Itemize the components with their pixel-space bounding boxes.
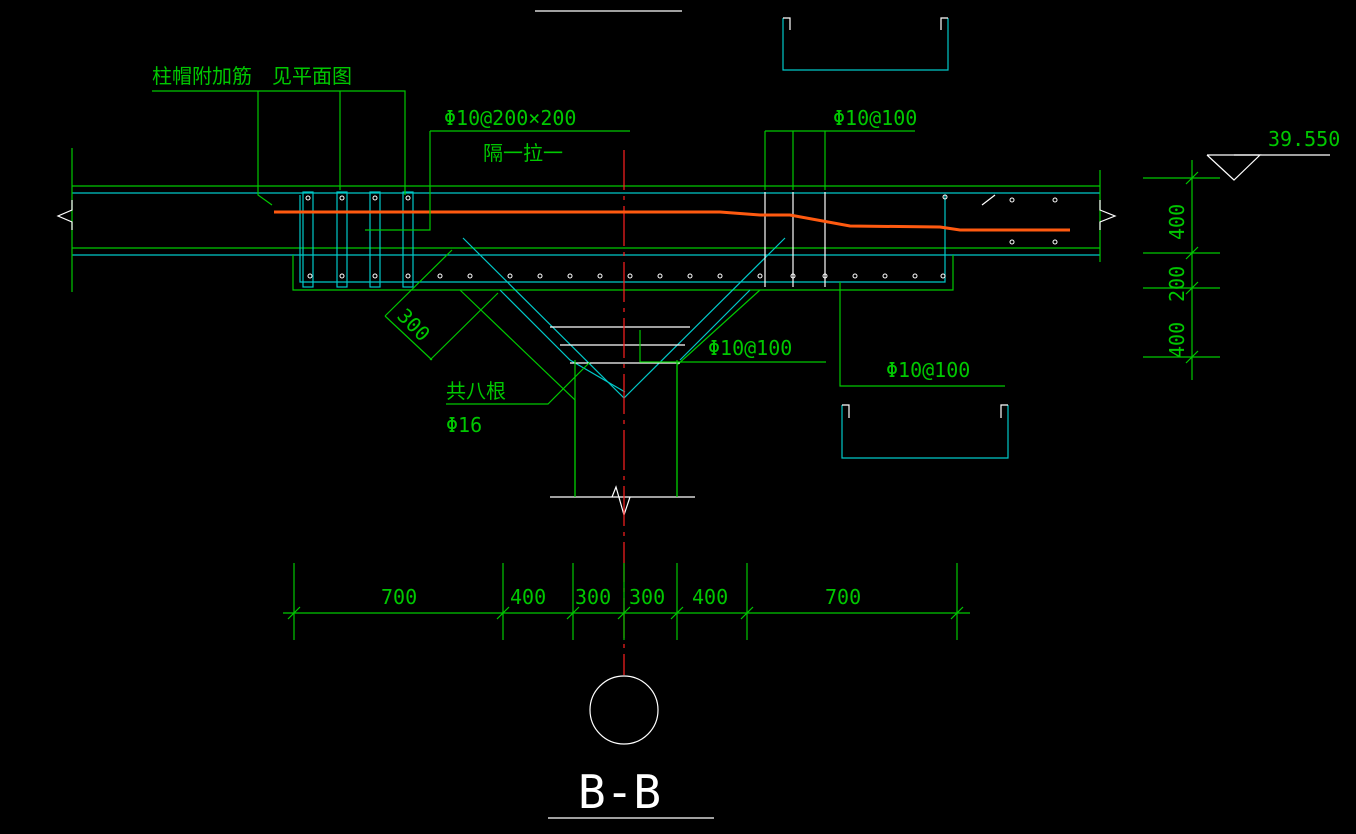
- section-title: B-B: [578, 765, 661, 819]
- stirrup-detail-top: [782, 17, 949, 71]
- stirrups-right: [764, 192, 996, 287]
- label-tie-note: 隔一拉一: [483, 141, 563, 165]
- vdim-1: 400: [1165, 204, 1189, 240]
- hdim-1: 700: [381, 585, 417, 609]
- label-bar-count: 共八根: [446, 379, 506, 403]
- label-see-plan: 见平面图: [272, 64, 352, 88]
- stirrup-detail-bottom: [841, 404, 1009, 459]
- hdim-6: 700: [825, 585, 861, 609]
- hdim-4: 300: [629, 585, 665, 609]
- hdim-3: 300: [575, 585, 611, 609]
- vertical-dimension-chain: [1143, 160, 1220, 380]
- label-column-cap-bars: 柱帽附加筋: [152, 64, 252, 88]
- slab-outline: [56, 148, 1117, 292]
- label-stirrup-center: Φ10@100: [708, 336, 792, 360]
- section-axis-bubble: [589, 675, 659, 745]
- stirrups-left: [302, 191, 414, 288]
- label-stirrup-lower-right: Φ10@100: [886, 358, 970, 382]
- column-cap: [292, 195, 954, 291]
- hdim-5: 400: [692, 585, 728, 609]
- vdim-3: 400: [1165, 322, 1189, 358]
- horizontal-dimension-chain: [283, 563, 970, 640]
- label-stirrup-top-right: Φ10@100: [833, 106, 917, 130]
- label-tie-spec: Φ10@200×200: [444, 106, 576, 130]
- leader-lines: [152, 90, 1005, 405]
- elevation-marker: [1206, 154, 1330, 181]
- highlighted-top-bar: [274, 210, 1070, 232]
- elevation-label: 39.550: [1268, 127, 1340, 151]
- vdim-2: 200: [1165, 266, 1189, 302]
- label-bar-dia: Φ16: [446, 413, 482, 437]
- label-diag-dim: 300: [392, 304, 435, 347]
- hdim-2: 400: [510, 585, 546, 609]
- rebar-dots: [305, 194, 1058, 279]
- column-capital: [459, 237, 786, 518]
